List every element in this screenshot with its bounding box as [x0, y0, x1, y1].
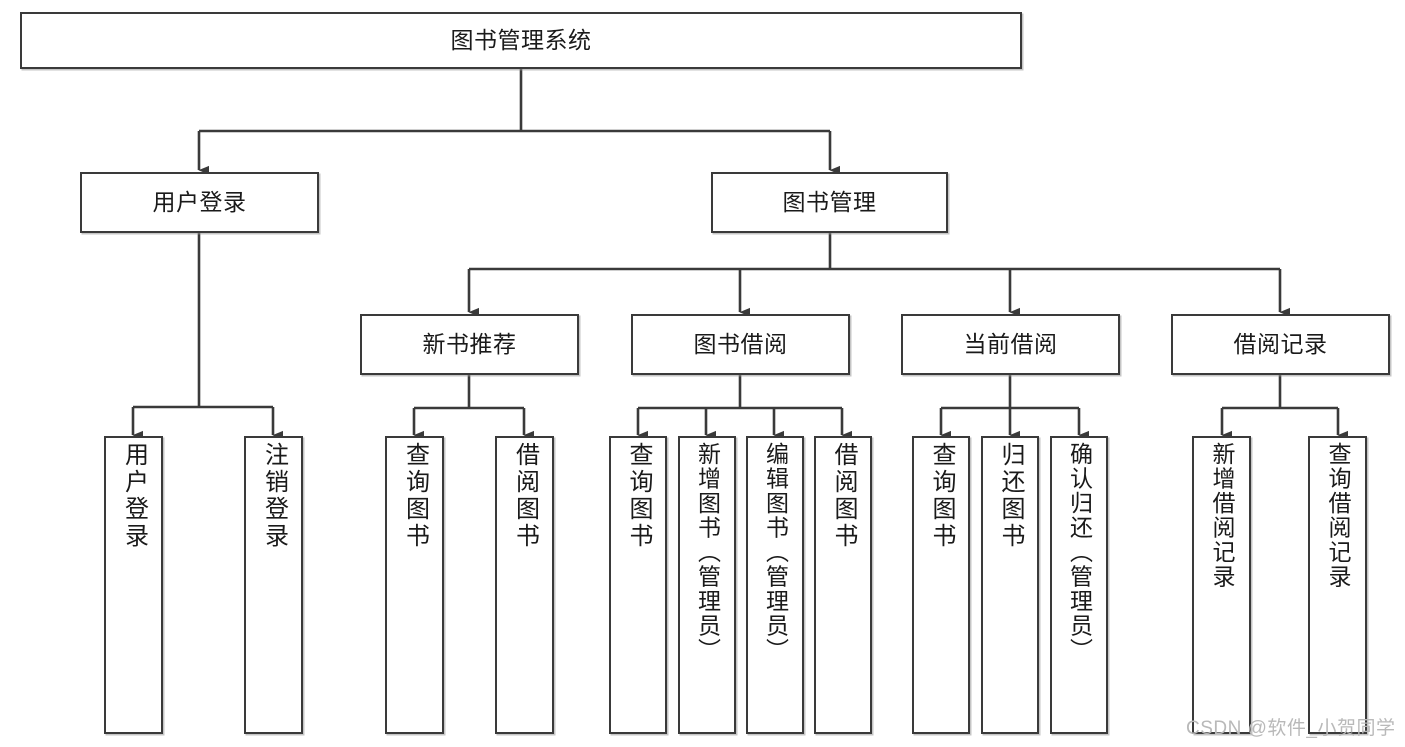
- node-label: 图书管理系统: [450, 26, 592, 53]
- node-label: 借阅记录: [1233, 330, 1328, 357]
- leaf-edit-book-admin[interactable]: 编辑图书（管理员）: [746, 436, 804, 734]
- leaf-user-login[interactable]: 用户登录: [104, 436, 163, 734]
- node-label: 查询图书: [625, 442, 652, 550]
- node-book-borrow[interactable]: 图书借阅: [631, 314, 850, 375]
- node-label: 新增借阅记录: [1209, 442, 1235, 589]
- leaf-borrow-book-recommend[interactable]: 借阅图书: [495, 436, 554, 734]
- node-label: 借阅图书: [830, 442, 857, 550]
- leaf-add-borrow-record[interactable]: 新增借阅记录: [1192, 436, 1251, 734]
- node-label: 新书推荐: [422, 330, 517, 357]
- node-label: 确认归还（管理员）: [1066, 442, 1093, 663]
- leaf-query-borrow-record[interactable]: 查询借阅记录: [1308, 436, 1367, 734]
- leaf-confirm-return-admin[interactable]: 确认归还（管理员）: [1050, 436, 1108, 734]
- leaf-return-book[interactable]: 归还图书: [981, 436, 1039, 734]
- leaf-borrow-book[interactable]: 借阅图书: [814, 436, 872, 734]
- node-label: 借阅图书: [511, 442, 539, 550]
- node-label: 图书借阅: [693, 330, 788, 357]
- leaf-query-book-current[interactable]: 查询图书: [912, 436, 970, 734]
- node-new-book-recommend[interactable]: 新书推荐: [360, 314, 579, 375]
- node-user-login[interactable]: 用户登录: [80, 172, 319, 233]
- node-borrow-record[interactable]: 借阅记录: [1171, 314, 1390, 375]
- node-label: 归还图书: [997, 442, 1024, 550]
- watermark-text: CSDN @软件_小贺同学: [1186, 718, 1396, 739]
- node-current-borrow[interactable]: 当前借阅: [901, 314, 1120, 375]
- leaf-query-book-borrow[interactable]: 查询图书: [609, 436, 667, 734]
- node-root-system[interactable]: 图书管理系统: [20, 12, 1022, 69]
- node-label: 编辑图书（管理员）: [762, 442, 789, 663]
- node-label: 图书管理: [782, 188, 877, 215]
- node-label: 查询图书: [401, 442, 429, 550]
- node-label: 查询图书: [928, 442, 955, 550]
- node-book-management[interactable]: 图书管理: [711, 172, 948, 233]
- node-label: 查询借阅记录: [1325, 442, 1351, 589]
- leaf-query-book-recommend[interactable]: 查询图书: [385, 436, 444, 734]
- node-label: 注销登录: [260, 442, 288, 550]
- node-label: 当前借阅: [963, 330, 1058, 357]
- leaf-logout-login[interactable]: 注销登录: [244, 436, 303, 734]
- node-label: 用户登录: [152, 188, 247, 215]
- node-label: 用户登录: [120, 442, 148, 550]
- leaf-add-book-admin[interactable]: 新增图书（管理员）: [678, 436, 736, 734]
- node-label: 新增图书（管理员）: [694, 442, 721, 663]
